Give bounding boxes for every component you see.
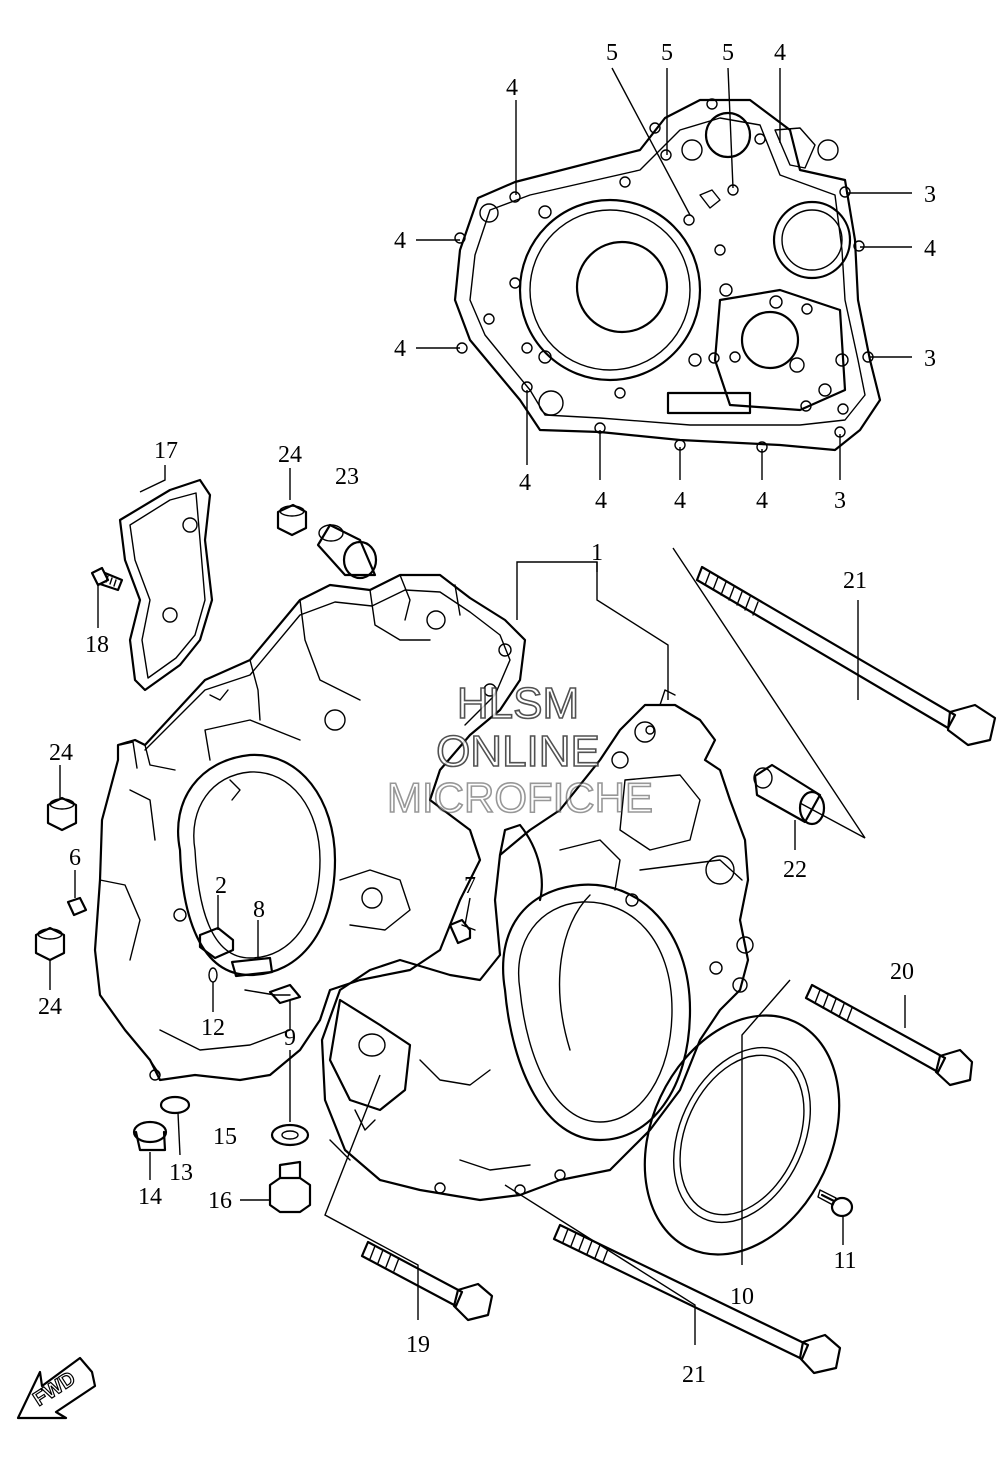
part-21-bolt-upper	[695, 565, 997, 747]
callout-22: 22	[783, 857, 807, 883]
callout-5: 5	[722, 40, 734, 66]
callout-21: 21	[843, 568, 867, 594]
callout-7: 7	[464, 873, 476, 899]
part-14-plug	[132, 1120, 168, 1152]
part-22-dowel	[753, 763, 826, 826]
callout-24: 24	[49, 740, 73, 766]
part-2-dowel	[198, 926, 235, 960]
part-9-fitting	[268, 983, 302, 1005]
part-11-screw	[817, 1189, 854, 1218]
callout-3: 3	[924, 182, 936, 208]
watermark: HLSM ONLINE MICROFICHE	[386, 678, 654, 822]
callout-16: 16	[208, 1188, 232, 1214]
part-21-bolt-lower	[552, 1223, 842, 1375]
part-8-pipe	[230, 956, 291, 996]
callout-11: 11	[833, 1248, 856, 1274]
callout-2: 2	[215, 873, 227, 899]
part-16-plug	[268, 1160, 312, 1214]
leader-lines	[49, 67, 912, 1345]
crankcase-gasket	[453, 98, 882, 453]
callout-24: 24	[278, 442, 302, 468]
part-7-bolt	[448, 918, 476, 945]
part-6-plug	[66, 896, 88, 917]
part-23-dowel	[316, 523, 378, 580]
part-24-nut-top	[276, 503, 308, 537]
callout-20: 20	[890, 959, 914, 985]
callout-19: 19	[406, 1332, 430, 1358]
callout-18: 18	[85, 632, 109, 658]
callout-10: 10	[730, 1284, 754, 1310]
part-15-washer	[270, 1123, 310, 1147]
watermark-line-3: MICROFICHE	[387, 774, 653, 821]
callout-5: 5	[606, 40, 618, 66]
watermark-line-1: HLSM	[457, 679, 579, 728]
callout-4: 4	[519, 470, 531, 496]
callout-4: 4	[756, 488, 768, 514]
callout-15: 15	[213, 1124, 237, 1150]
callout-3: 3	[924, 346, 936, 372]
callout-13: 13	[169, 1160, 193, 1186]
fwd-arrow-icon	[16, 1356, 97, 1420]
callout-4: 4	[774, 40, 786, 66]
callout-numbers: 1 2 3 3 3 4 4 4 4 4 4 4 4 4 5 5 5 6 7 8 …	[38, 40, 936, 1388]
crankcase-left-half	[93, 573, 527, 1082]
callout-14: 14	[138, 1184, 162, 1210]
callout-17: 17	[154, 438, 178, 464]
callout-24: 24	[38, 994, 62, 1020]
callout-1: 1	[591, 540, 603, 566]
callout-4: 4	[924, 236, 936, 262]
part-10-oil-seal	[643, 1014, 841, 1256]
callout-23: 23	[335, 464, 359, 490]
callout-3: 3	[834, 488, 846, 514]
forward-direction-arrow: FWD	[16, 1356, 97, 1420]
callout-12: 12	[201, 1015, 225, 1041]
part-17-cover-plate	[118, 478, 214, 692]
callout-8: 8	[253, 897, 265, 923]
callout-4: 4	[595, 488, 607, 514]
part-12-ring	[208, 967, 218, 983]
part-24-nut-mid	[46, 796, 78, 832]
part-13-washer	[159, 1095, 191, 1115]
part-24-nut-low	[34, 926, 66, 962]
callout-4: 4	[674, 488, 686, 514]
callout-6: 6	[69, 845, 81, 871]
callout-9: 9	[284, 1025, 296, 1051]
callout-4: 4	[506, 75, 518, 101]
callout-4: 4	[394, 336, 406, 362]
crankcase-right-half	[320, 689, 754, 1202]
watermark-line-2: ONLINE	[436, 727, 600, 776]
callout-21: 21	[682, 1362, 706, 1388]
part-18-bolt	[90, 566, 124, 592]
part-20-bolt	[804, 983, 974, 1087]
part-19-bolt	[360, 1240, 494, 1322]
callout-4: 4	[394, 228, 406, 254]
callout-5: 5	[661, 40, 673, 66]
